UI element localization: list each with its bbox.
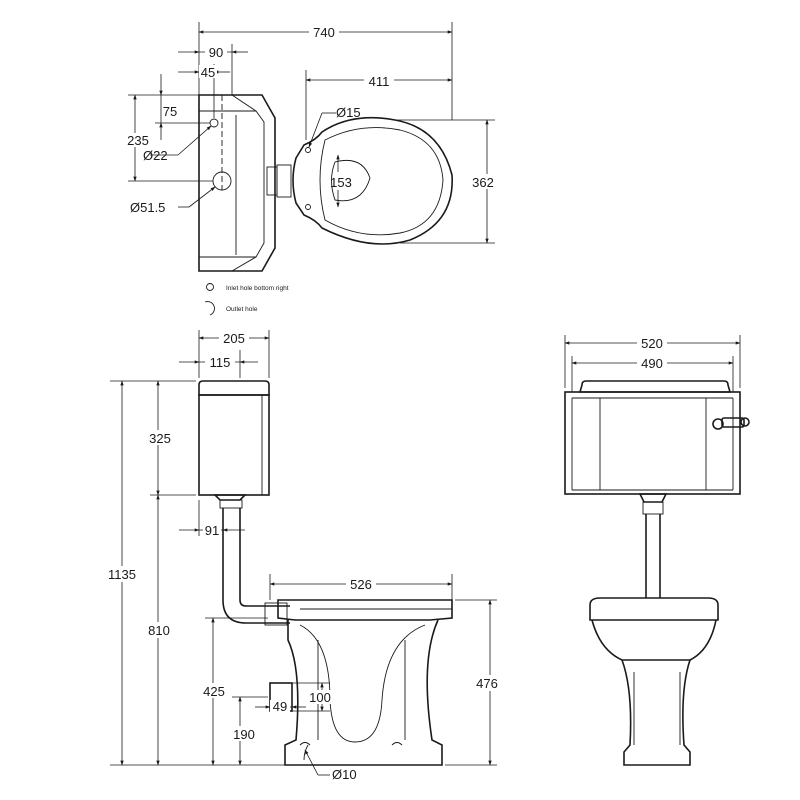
plan-dimensions: 740 90 45 411 xyxy=(123,22,498,244)
dim-top-740: 740 xyxy=(313,25,335,40)
flush-pipe-side xyxy=(222,508,290,624)
dim-top-d51: Ø51.5 xyxy=(130,200,165,215)
dim-side-526: 526 xyxy=(350,577,372,592)
cistern-side xyxy=(198,380,270,509)
dim-top-45: 45 xyxy=(201,65,215,80)
cistern-plan xyxy=(198,94,292,272)
dim-side-d10: Ø10 xyxy=(332,767,357,782)
cistern-front xyxy=(564,380,750,515)
front-view: 520 490 xyxy=(564,335,750,766)
dim-front-520: 520 xyxy=(641,336,663,351)
dim-side-425: 425 xyxy=(203,684,225,699)
dim-side-100: 100 xyxy=(309,690,331,705)
dim-side-190: 190 xyxy=(233,727,255,742)
dim-top-d15: Ø15 xyxy=(336,105,361,120)
dim-top-235: 235 xyxy=(127,133,149,148)
dim-side-49: 49 xyxy=(273,699,287,714)
seat-fixing-hole xyxy=(305,147,311,153)
side-dimensions: 205 115 325 91 113 xyxy=(104,330,502,782)
outlet-legend-label: Outlet hole xyxy=(226,306,258,313)
dim-side-115: 115 xyxy=(210,355,231,370)
dim-side-1135: 1135 xyxy=(108,567,136,582)
inlet-hole-plan xyxy=(209,118,219,128)
plan-view: Inlet hole bottom right Outlet hole 740 … xyxy=(123,22,498,316)
dim-side-810: 810 xyxy=(148,623,170,638)
dim-top-90: 90 xyxy=(209,45,223,60)
pan-front xyxy=(589,597,719,766)
legend: Inlet hole bottom right Outlet hole xyxy=(204,283,289,316)
seat-plan xyxy=(292,116,453,245)
flush-lever-icon xyxy=(712,417,750,430)
dim-side-476: 476 xyxy=(476,676,498,691)
inlet-legend-label: Inlet hole bottom right xyxy=(226,285,289,292)
pan-side xyxy=(269,599,453,766)
front-dimensions: 520 490 xyxy=(564,335,741,392)
flush-pipe-front xyxy=(645,514,661,598)
dim-top-362: 362 xyxy=(472,175,494,190)
dim-front-490: 490 xyxy=(641,356,663,371)
dim-side-91: 91 xyxy=(205,523,219,538)
dim-side-205: 205 xyxy=(223,331,245,346)
outlet-legend-icon xyxy=(204,301,215,316)
dim-top-153: 153 xyxy=(330,175,352,190)
dim-side-325: 325 xyxy=(149,431,171,446)
inlet-legend-icon xyxy=(206,283,214,291)
dim-top-411: 411 xyxy=(369,74,390,89)
dim-top-75: 75 xyxy=(163,104,177,119)
dim-top-d22: Ø22 xyxy=(143,148,168,163)
side-view: 205 115 325 91 113 xyxy=(104,330,502,782)
seat-fixing-hole-2 xyxy=(305,204,311,210)
